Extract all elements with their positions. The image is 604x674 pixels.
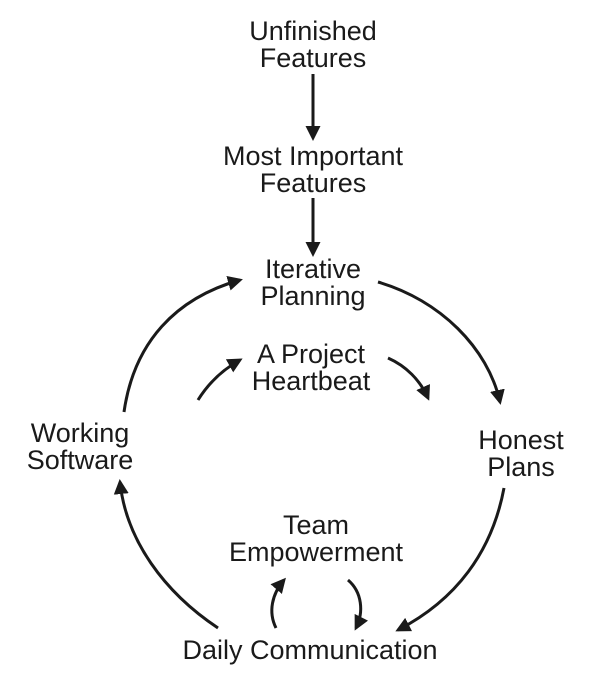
arrow-heartbeat-left (196, 358, 243, 401)
node-working-software-line1: Working (30, 418, 130, 448)
node-unfinished-features-line1: Unfinished (249, 16, 377, 46)
arrow-empowerment-up (270, 577, 286, 629)
node-unfinished-features-line2: Features (259, 43, 367, 73)
arrow-heartbeat-right (387, 356, 430, 401)
node-daily-communication-line1: Daily Communication (182, 635, 438, 665)
node-working-software-line2: Software (26, 445, 134, 475)
node-most-important-features-line2: Features (259, 168, 367, 198)
node-honest-plans-line2: Plans (487, 452, 555, 482)
node-honest-plans-line1: Honest (478, 425, 564, 455)
node-iterative-planning: Iterative Planning (260, 256, 365, 310)
node-working-software: Working Software (27, 420, 134, 474)
node-project-heartbeat-line2: Heartbeat (251, 366, 371, 396)
node-team-empowerment-line2: Empowerment (228, 537, 404, 567)
node-most-important-features-line1: Most Important (222, 141, 404, 171)
node-project-heartbeat-line1: A Project (256, 339, 366, 369)
node-project-heartbeat: A Project Heartbeat (252, 341, 371, 395)
arrow-working-software-to-planning (122, 276, 243, 413)
arrow-honest-plans-to-daily-communication (395, 487, 506, 632)
node-honest-plans: Honest Plans (478, 427, 564, 481)
node-iterative-planning-line1: Iterative (264, 254, 362, 284)
node-most-important-features: Most Important Features (223, 143, 403, 197)
arrow-daily-communication-to-working-software (113, 479, 219, 630)
node-iterative-planning-line2: Planning (260, 281, 366, 311)
node-daily-communication: Daily Communication (182, 637, 437, 664)
arrow-empowerment-down (346, 578, 369, 631)
arrow-planning-to-honest-plans (377, 280, 505, 405)
node-unfinished-features: Unfinished Features (249, 18, 377, 72)
node-team-empowerment: Team Empowerment (229, 512, 403, 566)
node-team-empowerment-line1: Team (282, 510, 350, 540)
